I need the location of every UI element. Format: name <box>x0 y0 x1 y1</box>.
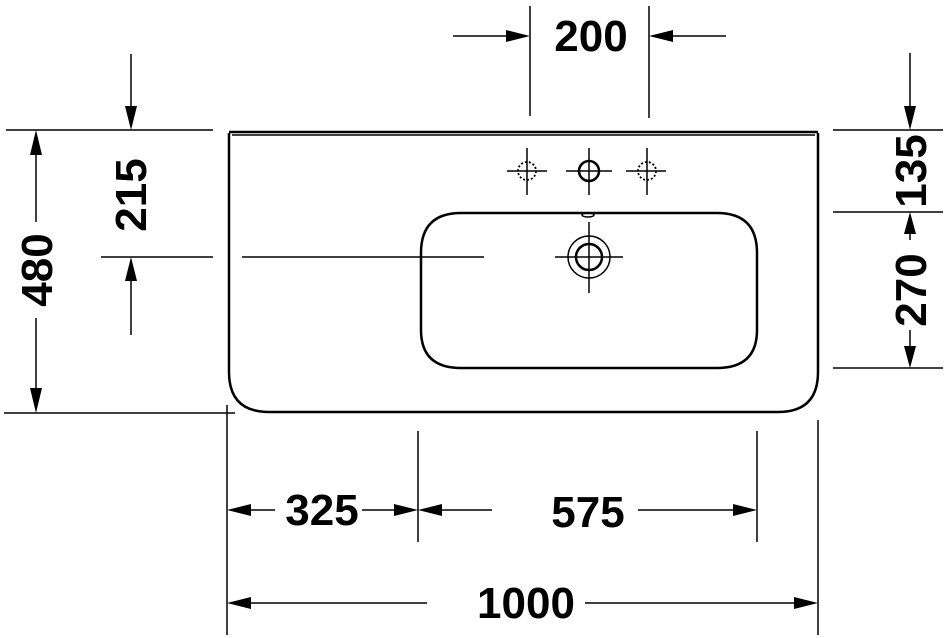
dim-label-325: 325 <box>285 486 358 535</box>
dimension-left-to-bowl: 325 <box>227 486 418 535</box>
dim-label-480: 480 <box>13 233 62 306</box>
basin-bowl <box>419 211 759 370</box>
right-tap-hole <box>626 148 666 195</box>
dimension-tap-spacing: 200 <box>453 6 726 118</box>
dimension-drain-from-back: 215 <box>101 54 213 335</box>
dim-label-270: 270 <box>887 253 936 326</box>
dim-label-215: 215 <box>107 158 156 231</box>
dimension-bowl-width: 575 <box>418 488 757 537</box>
dim-label-1000: 1000 <box>477 579 575 628</box>
dim-label-575: 575 <box>551 488 624 537</box>
dimension-bowl-depth: 270 <box>833 212 943 369</box>
dimension-extension-lines <box>226 405 819 635</box>
dim-label-200: 200 <box>554 12 627 61</box>
basin-outline <box>227 130 820 414</box>
dimension-overall-depth: 480 <box>4 129 235 414</box>
dimension-back-to-bowl: 135 <box>833 53 943 213</box>
overflow-slot <box>581 212 595 218</box>
waste-outlet <box>555 222 623 293</box>
dim-label-135: 135 <box>887 134 936 207</box>
left-tap-hole <box>507 148 547 195</box>
dimension-overall-width: 1000 <box>227 579 818 628</box>
center-tap-hole <box>566 148 612 195</box>
